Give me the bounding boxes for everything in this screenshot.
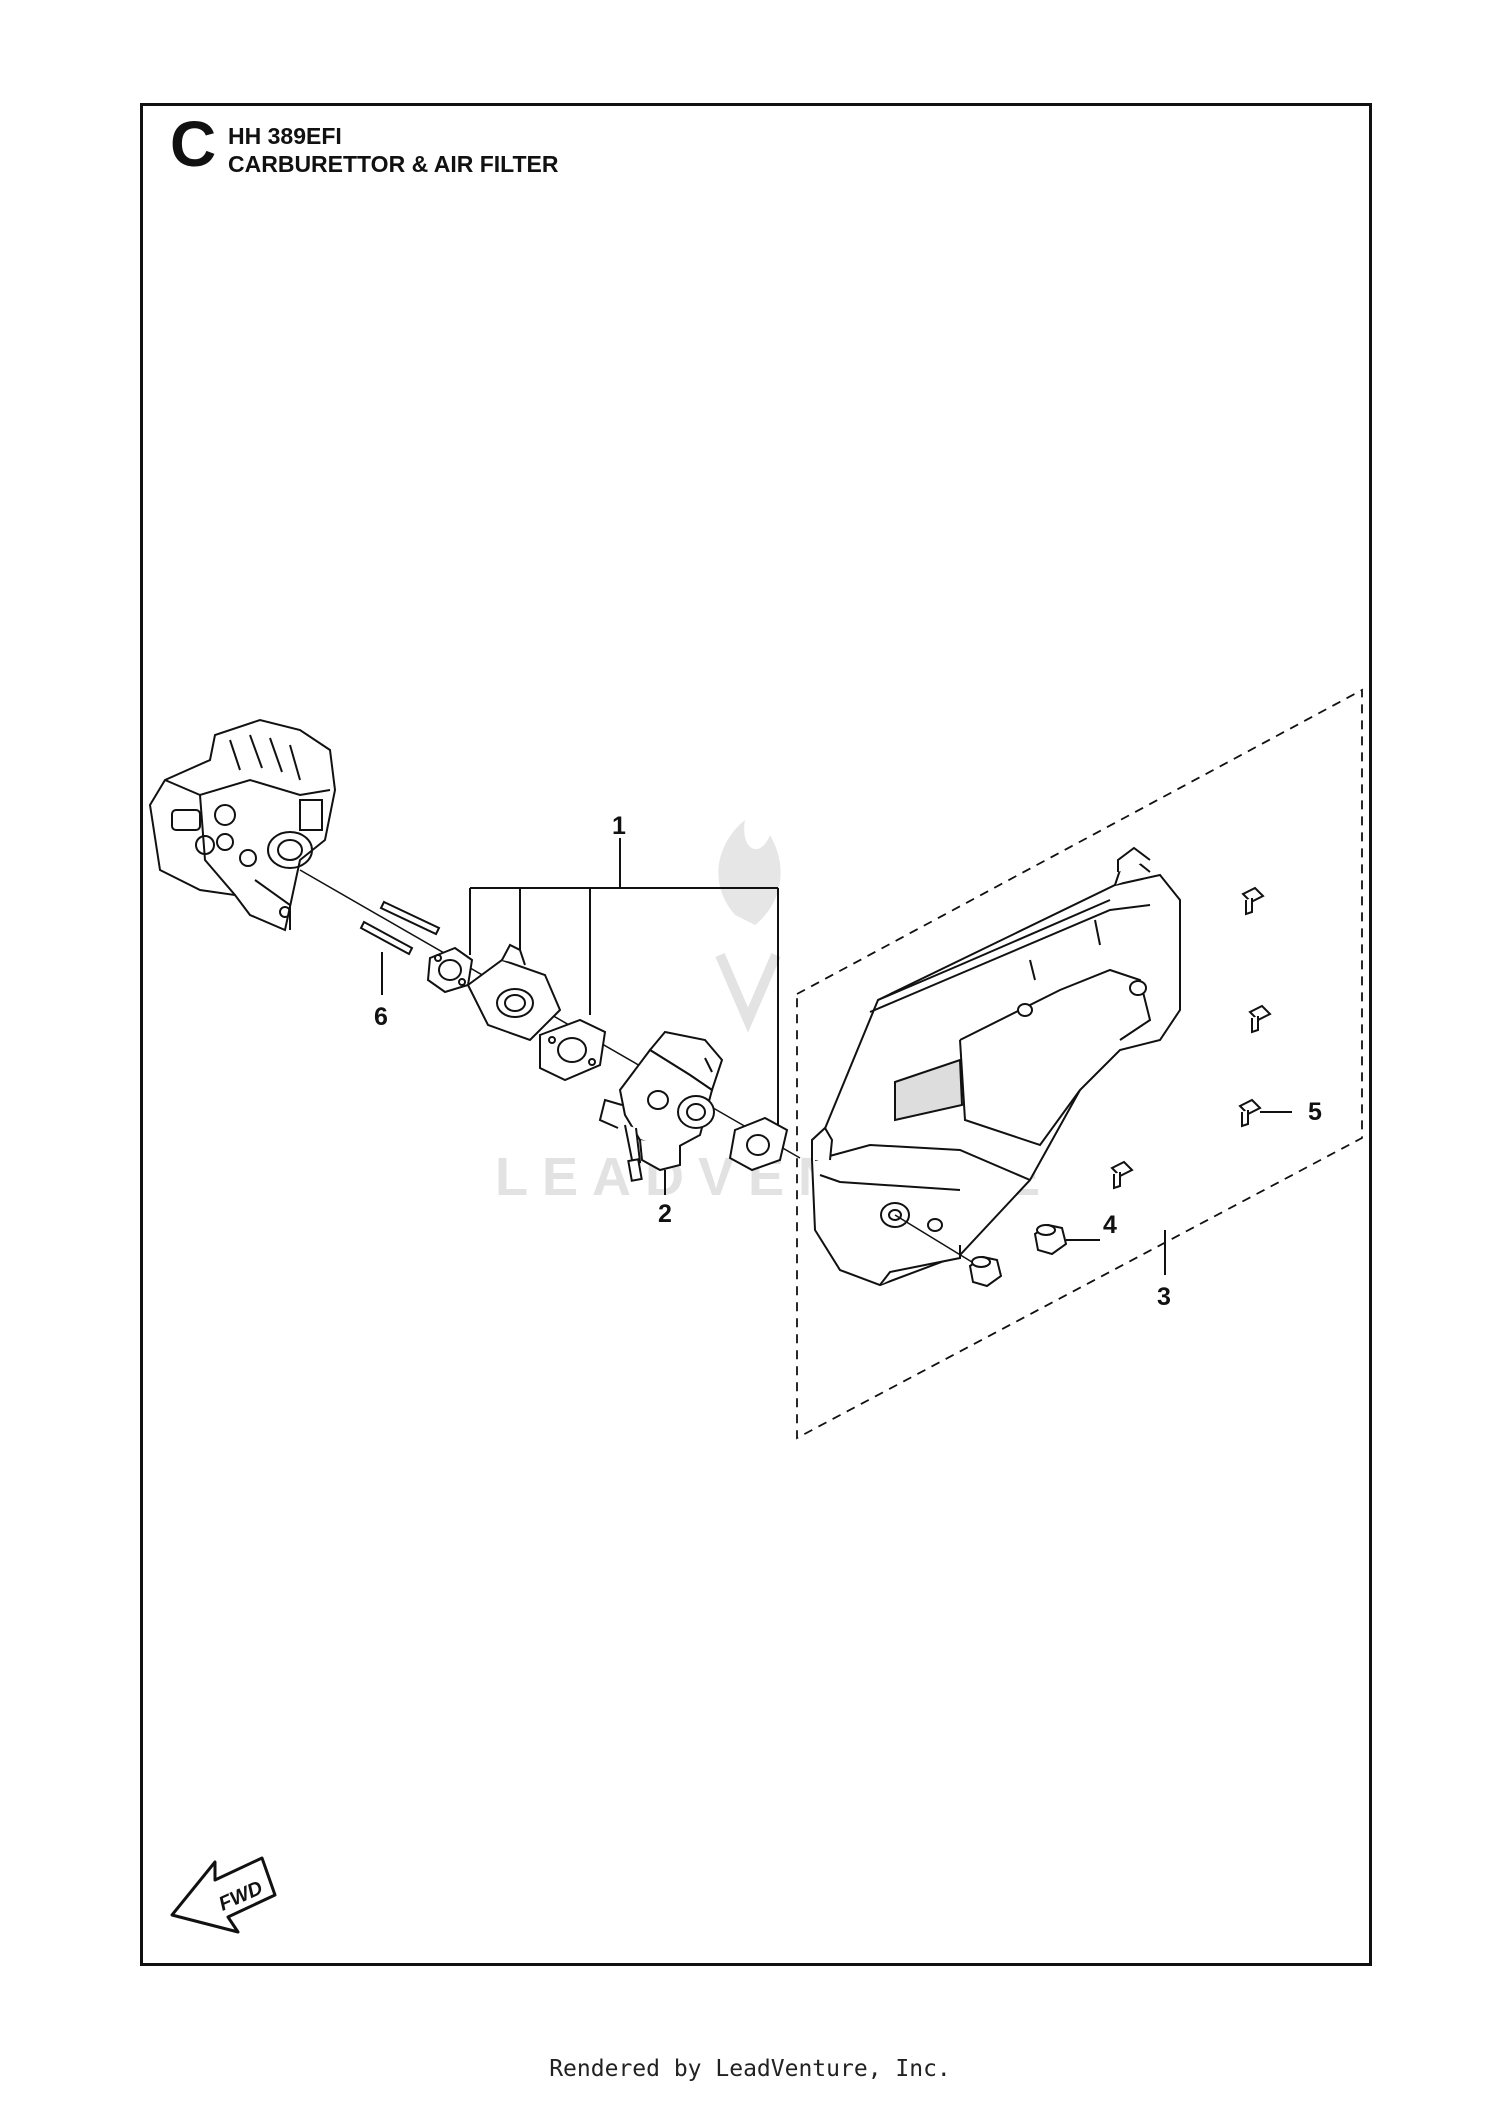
callout-5: 5: [1308, 1098, 1322, 1126]
air-filter-kit-box: [796, 688, 1363, 1440]
callout-6: 6: [374, 1003, 388, 1031]
callout-1-bracket: [469, 838, 779, 1125]
callout-2: 2: [658, 1200, 672, 1228]
callout-4: 4: [1103, 1211, 1117, 1239]
gasket-small: [426, 946, 474, 994]
engine-head: [148, 718, 337, 932]
model-title: HH 389EFI: [228, 123, 342, 149]
gasket-outer: [728, 1116, 789, 1172]
knob-leader: [894, 1214, 986, 1271]
callout-3: 3: [1157, 1283, 1171, 1311]
fwd-arrow-icon: FWD: [170, 1856, 277, 1934]
section-letter: C: [170, 108, 217, 180]
screws: [1110, 886, 1272, 1190]
callout-1: 1: [612, 812, 626, 840]
knobs: [968, 1223, 1068, 1288]
gasket-large: [539, 1018, 607, 1082]
diagram-title: CARBURETTOR & AIR FILTER: [228, 151, 559, 177]
dowel-pins: [359, 900, 441, 956]
air-filter-cover: [810, 846, 1181, 1287]
carburettor: [598, 1030, 724, 1182]
intake-spacer: [466, 943, 562, 1042]
diagram-frame: [140, 103, 1372, 1966]
footer-credit: Rendered by LeadVenture, Inc.: [549, 2056, 951, 2082]
